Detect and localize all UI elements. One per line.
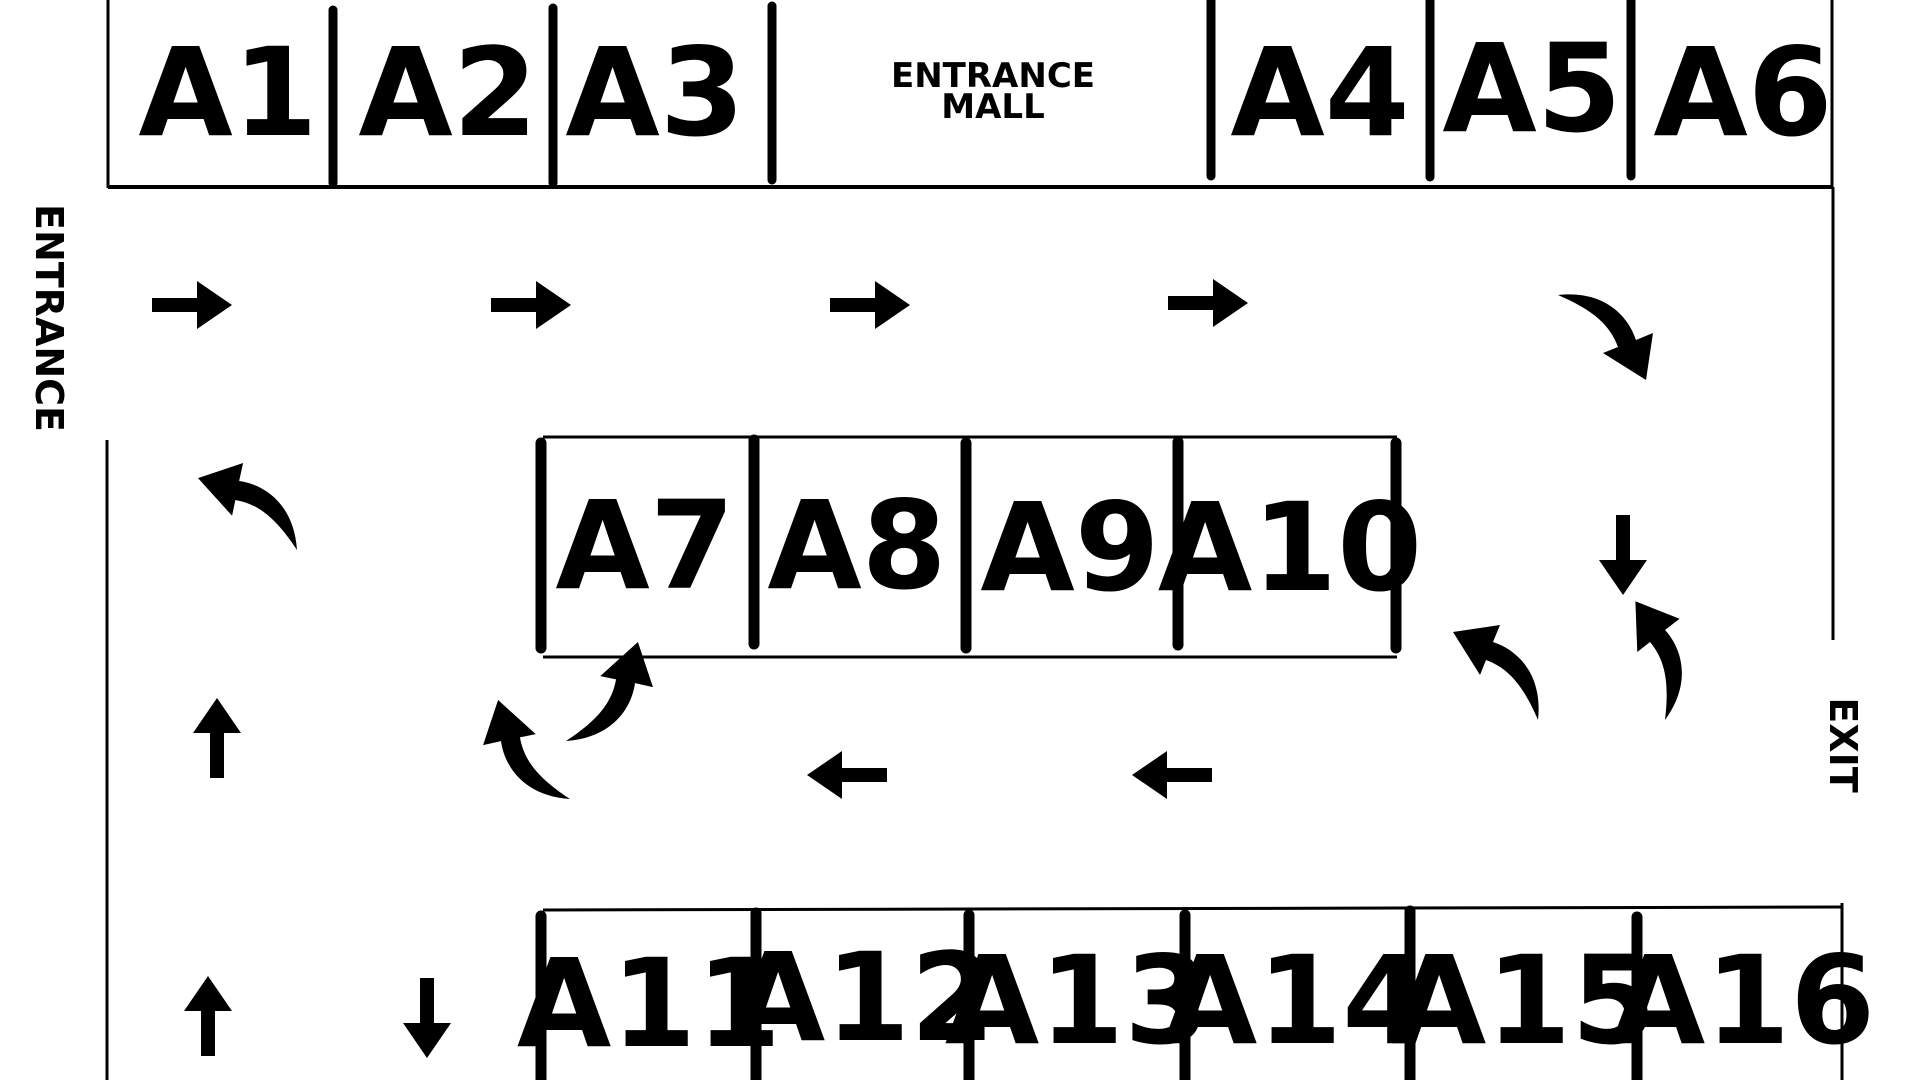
entrance-mall-label: ENTRANCE xyxy=(891,56,1095,96)
curve-down-left-icon xyxy=(1453,625,1539,720)
slot-a1[interactable]: A1 xyxy=(138,22,317,164)
curve-down-left-icon xyxy=(476,698,585,800)
curve-right-icon xyxy=(1591,595,1714,721)
arrow-down-icon xyxy=(1599,515,1647,595)
slot-a16[interactable]: A16 xyxy=(1611,930,1875,1072)
arrow-down-icon xyxy=(403,978,451,1058)
slot-a3[interactable]: A3 xyxy=(565,22,744,164)
slot-a2[interactable]: A2 xyxy=(358,22,537,164)
middle-parking-row: A7 A8 A9 A10 xyxy=(535,434,1422,659)
entrance-label: ENTRANCE xyxy=(27,204,71,432)
exit-label: EXIT xyxy=(1821,697,1865,792)
top-parking-row: A1 A2 A3 A4 A5 A6 ENTRANCE MALL xyxy=(106,0,1834,189)
slot-a5[interactable]: A5 xyxy=(1442,18,1621,160)
bottom-parking-row: A11 A12 A13 A14 A15 A16 xyxy=(517,903,1875,1080)
slot-a14[interactable]: A14 xyxy=(1163,930,1427,1072)
arrow-right-icon xyxy=(830,281,910,329)
arrow-left-icon xyxy=(807,751,887,799)
slot-a9[interactable]: A9 xyxy=(980,477,1159,619)
arrow-right-icon xyxy=(1168,279,1248,327)
curve-up-right-icon xyxy=(196,456,298,565)
slot-a6[interactable]: A6 xyxy=(1653,22,1832,164)
slot-a12[interactable]: A12 xyxy=(731,927,995,1069)
slot-a15[interactable]: A15 xyxy=(1392,930,1656,1072)
slot-a10[interactable]: A10 xyxy=(1158,477,1422,619)
arrow-right-icon xyxy=(491,281,571,329)
slot-a11[interactable]: A11 xyxy=(517,933,781,1075)
arrow-up-icon xyxy=(184,976,232,1056)
slot-a4[interactable]: A4 xyxy=(1230,22,1409,164)
slot-a13[interactable]: A13 xyxy=(945,930,1209,1072)
arrow-right-icon xyxy=(152,281,232,329)
arrow-up-icon xyxy=(193,698,241,778)
arrow-left-icon xyxy=(1132,751,1212,799)
slot-a8[interactable]: A8 xyxy=(767,475,946,617)
curve-down-icon xyxy=(1558,294,1653,380)
bottom-row-top-wall xyxy=(542,905,1844,912)
slot-a7[interactable]: A7 xyxy=(555,475,734,617)
entrance-mall-label-line2: MALL xyxy=(941,87,1044,127)
